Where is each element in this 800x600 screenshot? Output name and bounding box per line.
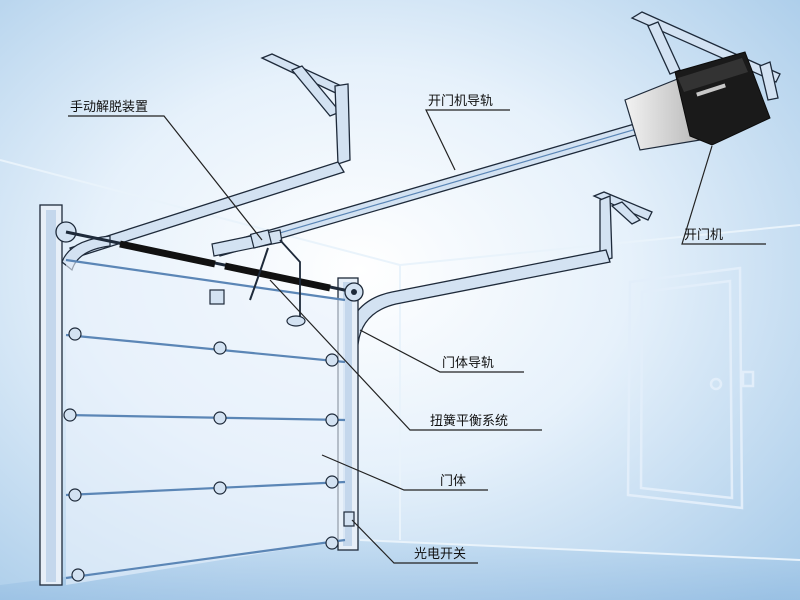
leader-manual-release xyxy=(68,115,263,241)
door-panel xyxy=(63,258,346,585)
leader-opener-rail xyxy=(425,109,510,171)
label-photo-switch: 光电开关 xyxy=(414,547,466,562)
garage-door-opener xyxy=(624,51,771,151)
label-door-body: 门体 xyxy=(440,474,466,489)
leader-torsion-spring xyxy=(269,279,542,431)
label-door-rail: 门体导轨 xyxy=(442,356,494,371)
left-ceiling-bracket xyxy=(260,53,351,165)
left-door-rail xyxy=(39,204,111,586)
floor xyxy=(0,540,800,600)
side-door xyxy=(626,266,755,510)
label-opener: 开门机 xyxy=(684,228,723,243)
label-manual-release: 手动解脱装置 xyxy=(70,100,148,115)
label-torsion-spring: 扭簧平衡系统 xyxy=(430,413,508,429)
leader-door-body xyxy=(321,454,488,491)
leader-door-rail xyxy=(359,329,524,373)
torsion-spring-shaft xyxy=(65,230,364,302)
leader-lines xyxy=(68,109,766,564)
leader-opener xyxy=(681,145,766,245)
right-ceiling-bracket xyxy=(592,191,653,263)
leader-photo-switch xyxy=(351,519,478,564)
label-opener-rail: 开门机导轨 xyxy=(428,94,493,109)
photo-eye-sensor xyxy=(343,511,355,527)
